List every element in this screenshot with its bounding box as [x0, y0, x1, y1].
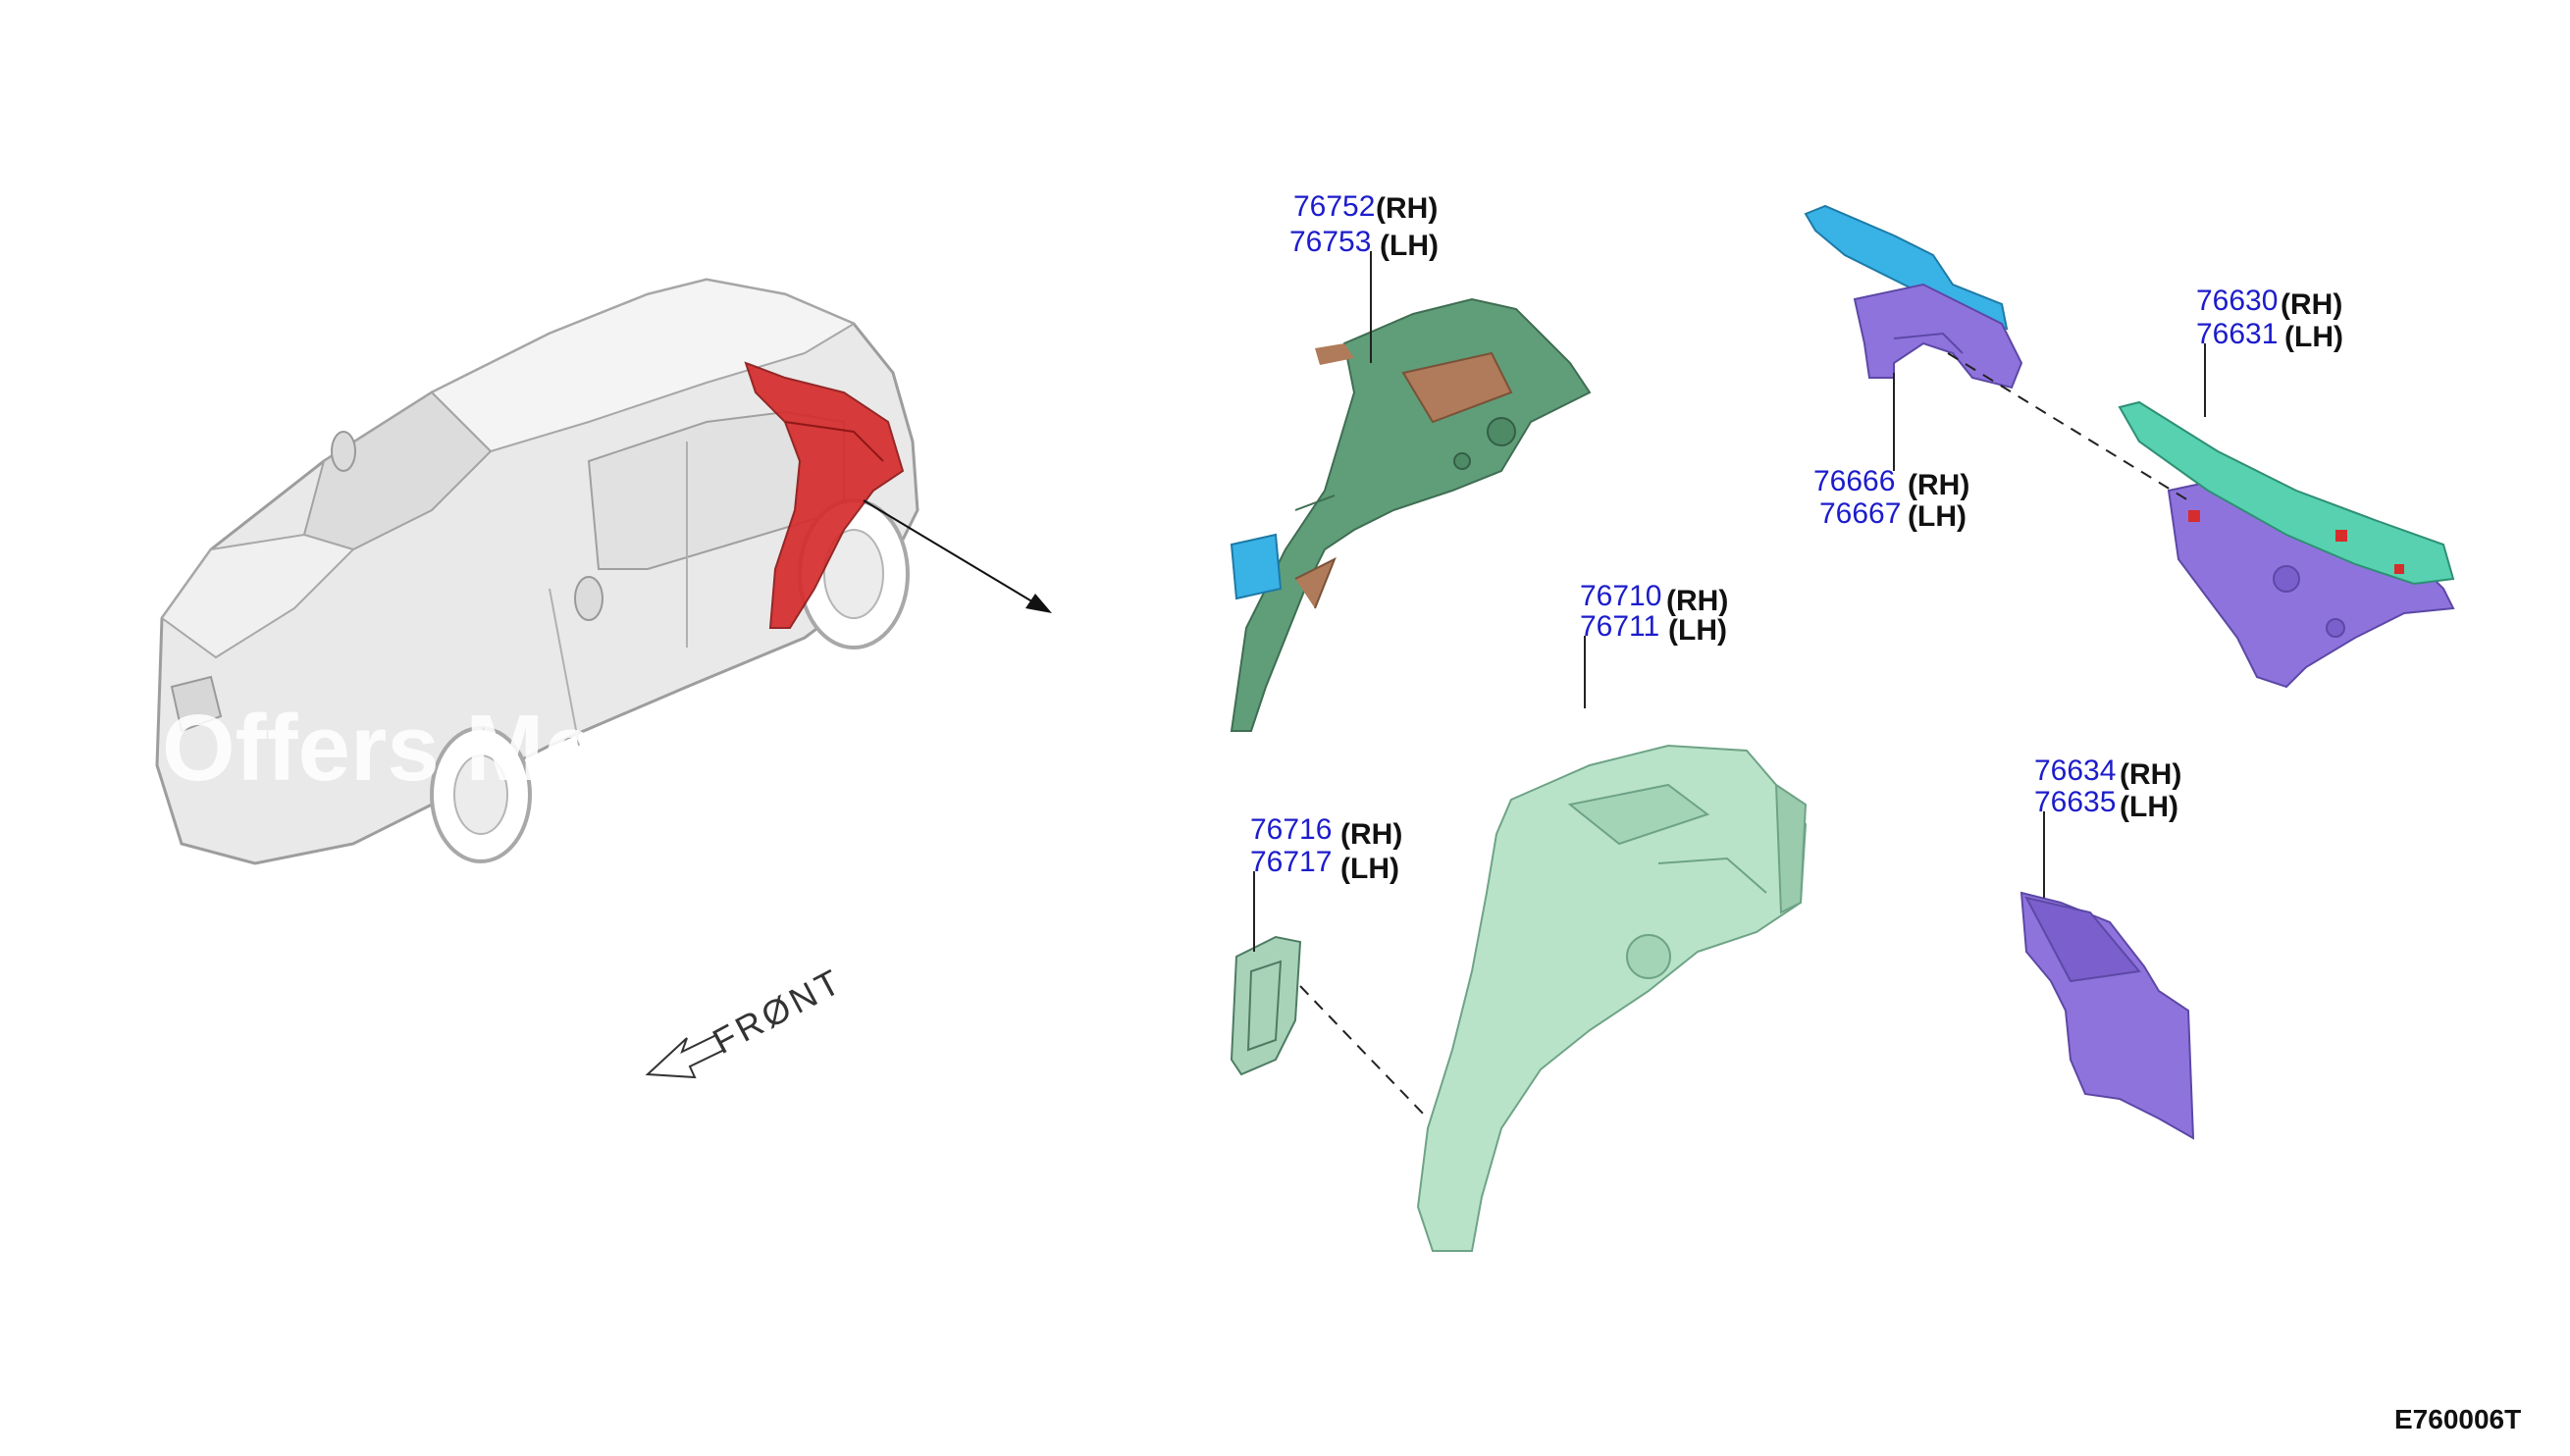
part-number-lh[interactable]: 76717 — [1250, 846, 1332, 878]
part-number-lh[interactable]: 76711 — [1580, 610, 1659, 643]
assembly-lines — [1299, 352, 2189, 1119]
callout-76634: 76634 (RH) 76635 (LH) — [2034, 754, 2181, 823]
front-indicator: FRØNT — [645, 960, 850, 1079]
callout-76716: 76716 (RH) 76717 (LH) — [1250, 813, 1402, 885]
side-lh: (LH) — [2284, 321, 2343, 353]
part-number-rh[interactable]: 76710 — [1580, 580, 1661, 612]
part-number-rh[interactable]: 76716 — [1250, 813, 1332, 846]
part-76710-rear-pillar-outer[interactable] — [1416, 744, 1808, 1252]
callout-76752: 76752 (RH) 76753 (LH) — [1289, 190, 1439, 262]
detail-arrow — [863, 499, 1052, 613]
side-rh: (RH) — [2281, 288, 2342, 321]
callout-76710: 76710 (RH) 76711 (LH) — [1580, 580, 1728, 647]
callout-76666: 76666 (RH) 76667 (LH) — [1813, 465, 1969, 533]
side-rh: (RH) — [1376, 192, 1438, 225]
side-rh: (RH) — [1340, 818, 1402, 851]
diagram-code: E760006T — [2394, 1404, 2521, 1434]
part-number-lh[interactable]: 76667 — [1819, 497, 1901, 530]
side-lh: (LH) — [2120, 791, 2178, 823]
part-number-lh[interactable]: 76635 — [2034, 786, 2116, 818]
part-76630-rear-panel[interactable] — [2118, 400, 2455, 689]
side-rh: (RH) — [1666, 585, 1728, 617]
side-rh: (RH) — [1908, 469, 1969, 501]
part-76716-bracket[interactable] — [1230, 935, 1302, 1076]
part-76752-rear-inner-panel[interactable] — [1230, 297, 1592, 732]
side-rh: (RH) — [2120, 758, 2181, 791]
side-lh: (LH) — [1668, 614, 1727, 647]
callout-76630: 76630 (RH) 76631 (LH) — [2196, 285, 2343, 353]
part-number-rh[interactable]: 76634 — [2034, 754, 2116, 787]
part-number-rh[interactable]: 76630 — [2196, 285, 2278, 317]
watermark: Offers Men talog r — [162, 696, 1125, 801]
part-number-rh[interactable]: 76752 — [1293, 190, 1375, 223]
part-76634-inner-panel[interactable] — [2019, 891, 2195, 1140]
front-label: FRØNT — [707, 960, 850, 1062]
side-lh: (LH) — [1340, 853, 1399, 885]
side-lh: (LH) — [1380, 230, 1439, 262]
leader-lines — [1253, 251, 2206, 952]
vehicle-overview — [155, 278, 919, 865]
part-number-lh[interactable]: 76753 — [1289, 226, 1371, 258]
part-number-lh[interactable]: 76631 — [2196, 318, 2278, 350]
part-number-rh[interactable]: 76666 — [1813, 465, 1895, 497]
side-lh: (LH) — [1908, 500, 1967, 533]
part-76666-bracket[interactable] — [1804, 204, 2023, 390]
